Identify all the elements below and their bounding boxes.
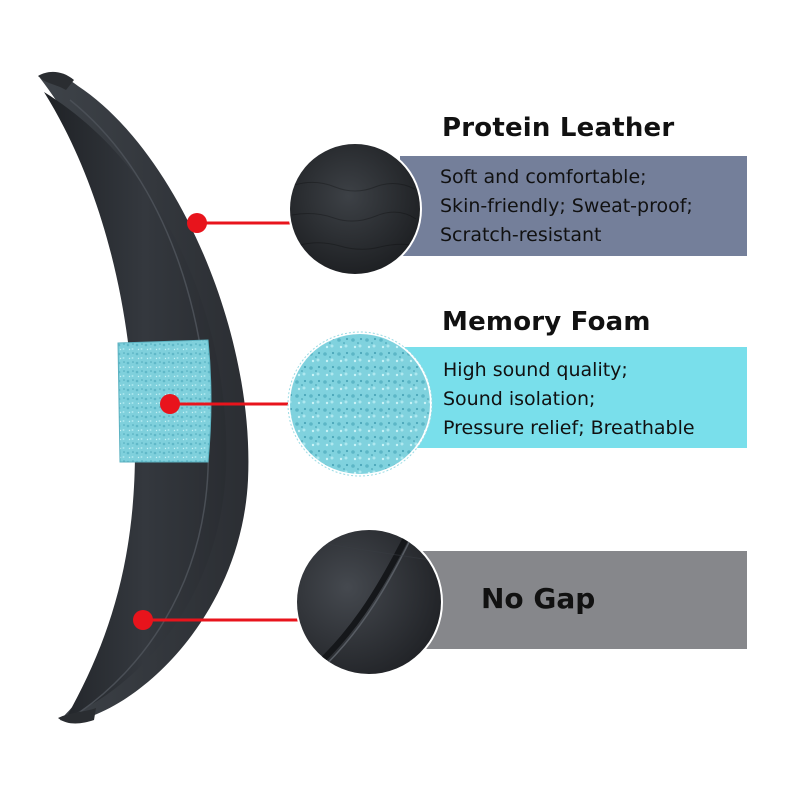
heading-protein-leather: Protein Leather: [442, 113, 675, 143]
heading-memory-foam: Memory Foam: [442, 307, 651, 337]
leather-benefit: Skin-friendly; Sweat-proof;: [440, 195, 693, 217]
pointer-gap: [133, 610, 298, 630]
foam-closeup: [287, 331, 433, 477]
band-foam: [400, 347, 747, 448]
foam-benefits-list: High sound quality; Sound isolation; Pre…: [443, 356, 695, 443]
leather-benefit: Scratch-resistant: [440, 224, 602, 246]
leather-closeup: [288, 142, 422, 276]
pointer-leather: [187, 213, 292, 233]
band-leather: [400, 156, 747, 256]
leather-benefits-list: Soft and comfortable; Skin-friendly; Swe…: [440, 163, 693, 250]
foam-benefit: Pressure relief; Breathable: [443, 417, 695, 439]
pad-bottom-cap: [58, 708, 96, 724]
foam-benefit: High sound quality;: [443, 359, 628, 381]
pointer-foam: [160, 394, 292, 414]
pad-top-cap: [38, 71, 74, 90]
label-no-gap: No Gap: [481, 582, 596, 615]
gap-closeup: [295, 528, 443, 676]
band-gap: [405, 551, 747, 649]
foam-benefit: Sound isolation;: [443, 388, 596, 410]
leather-benefit: Soft and comfortable;: [440, 166, 647, 188]
